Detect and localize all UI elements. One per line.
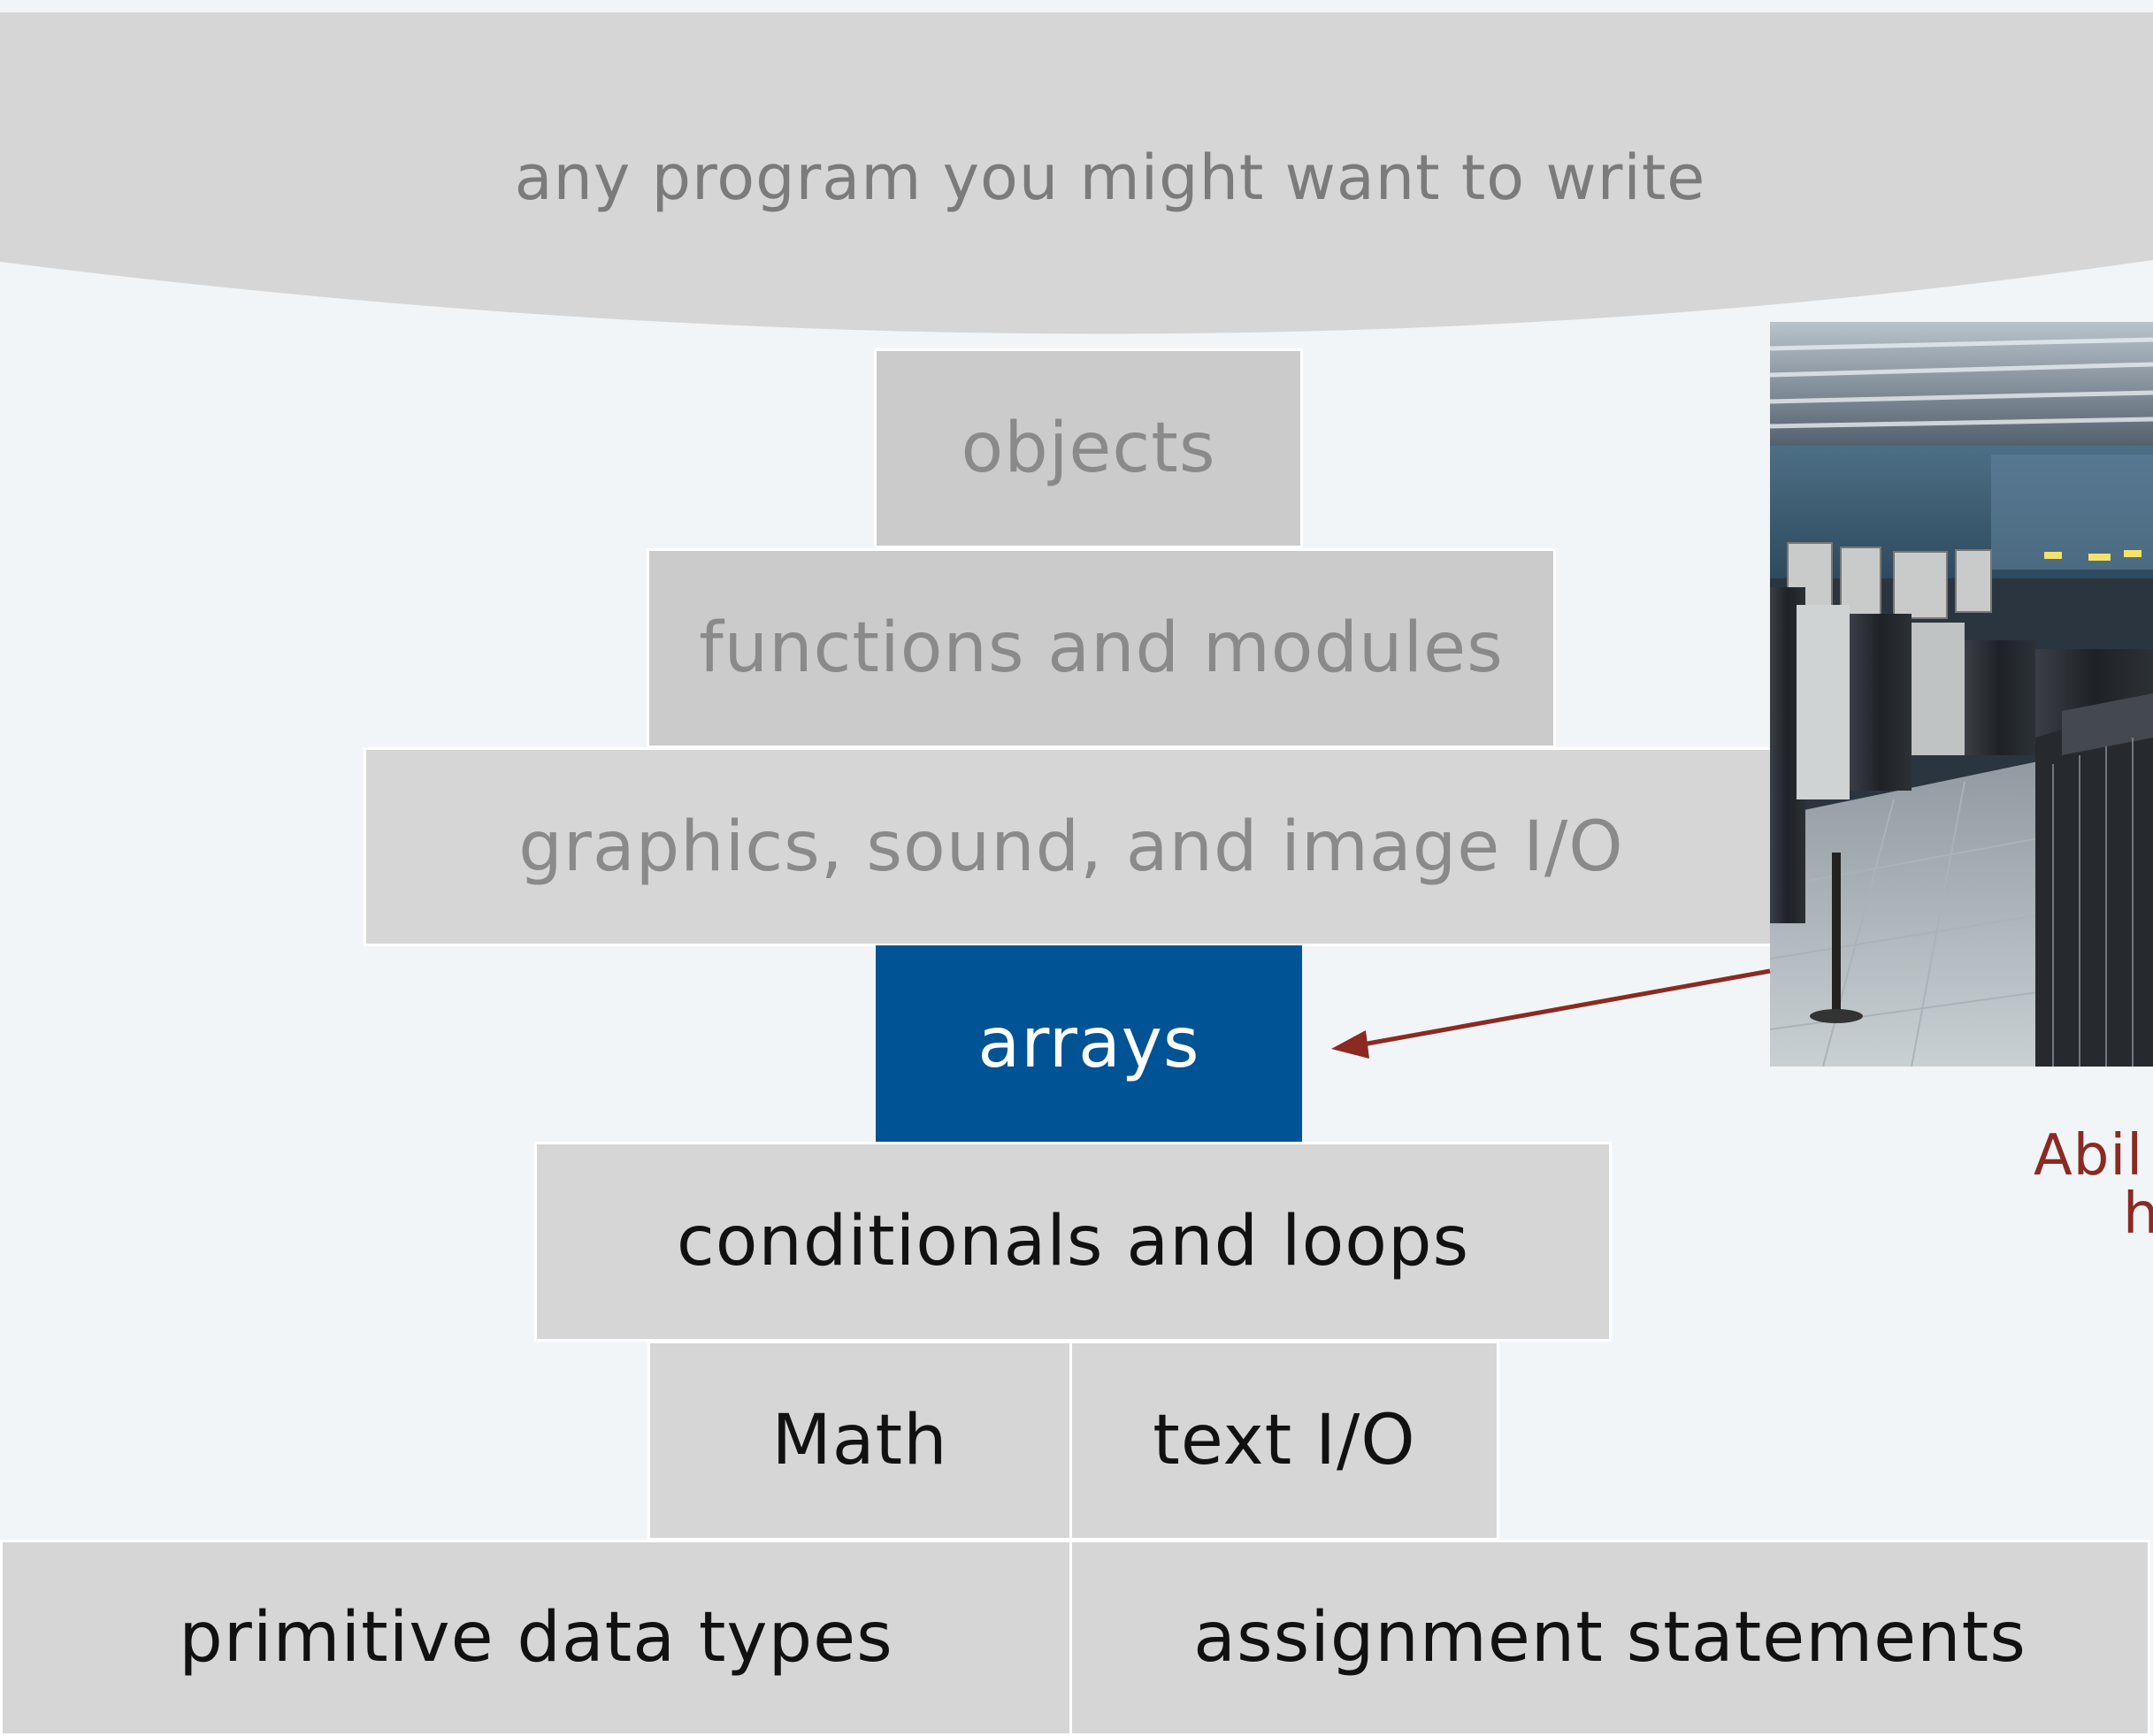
layer-assignment: assignment statements: [1069, 1540, 2150, 1736]
layer-objects: objects: [874, 348, 1303, 548]
layer-text-io-label: text I/O: [1153, 1401, 1416, 1480]
layer-functions: functions and modules: [647, 548, 1556, 748]
annotation-caption-line2: h: [2123, 1182, 2153, 1247]
layer-functions-label: functions and modules: [699, 608, 1504, 688]
layer-primitive-label: primitive data types: [179, 1598, 893, 1678]
annotation-caption-line1: Abil: [2034, 1123, 2143, 1189]
layer-assignment-label: assignment statements: [1193, 1598, 2027, 1678]
layer-objects-label: objects: [961, 409, 1216, 488]
data-center-illustration: [1770, 322, 2153, 1067]
layer-primitive-types: primitive data types: [0, 1540, 1072, 1736]
layer-graphics: graphics, sound, and image I/O: [364, 747, 1779, 946]
banner-shape: [0, 12, 2153, 334]
data-center-photo: [1770, 322, 2153, 1067]
layer-math: Math: [647, 1341, 1072, 1541]
layer-text-io: text I/O: [1069, 1341, 1499, 1541]
top-banner: any program you might want to write: [0, 0, 2153, 354]
layer-math-label: Math: [771, 1401, 948, 1480]
layer-graphics-label: graphics, sound, and image I/O: [518, 807, 1624, 887]
layer-conditionals-label: conditionals and loops: [676, 1202, 1470, 1281]
layer-conditionals: conditionals and loops: [534, 1142, 1612, 1342]
layer-arrays: arrays: [876, 945, 1302, 1142]
banner-label: any program you might want to write: [514, 141, 1706, 214]
layer-arrays-label: arrays: [977, 1004, 1200, 1083]
